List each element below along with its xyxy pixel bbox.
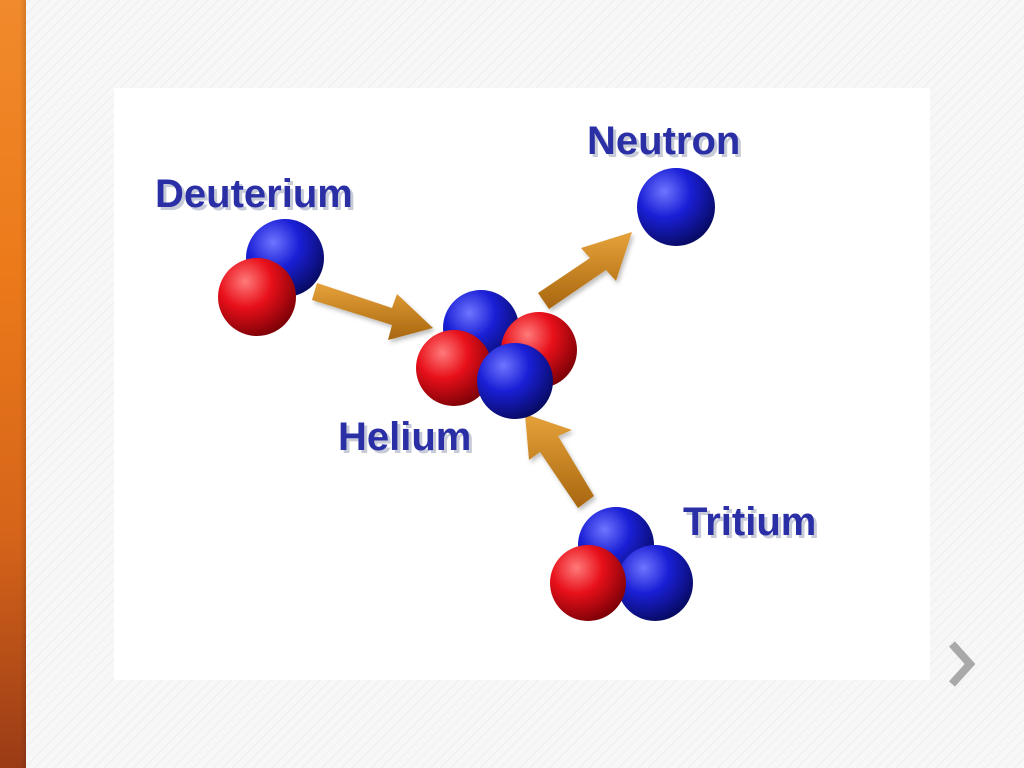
tritium-proton: [550, 545, 626, 621]
deuterium-nucleus: [218, 219, 324, 336]
tritium-neutron-right: [617, 545, 693, 621]
free-neutron: [637, 168, 715, 246]
svg-text:Deuterium: Deuterium: [158, 175, 356, 219]
arrow-deuterium-to-helium: [312, 283, 433, 340]
helium-nucleus: [416, 290, 577, 419]
label-deuterium: Deuterium: [155, 172, 353, 216]
helium-neutron-front: [477, 343, 553, 419]
deuterium-proton: [218, 258, 296, 336]
svg-text:Helium: Helium: [341, 418, 474, 462]
helium-proton-left: [416, 330, 492, 406]
label-tritium: Tritium: [683, 500, 816, 544]
label-helium: Helium: [338, 415, 471, 459]
chevron-right-icon[interactable]: [944, 638, 978, 690]
label-neutron: Neutron: [587, 119, 740, 163]
accent-bar: [0, 0, 26, 768]
arrow-tritium-to-helium: [525, 414, 594, 508]
svg-text:Neutron: Neutron: [590, 122, 743, 166]
tritium-nucleus: [550, 507, 693, 621]
arrow-to-neutron: [538, 232, 632, 309]
svg-text:Tritium: Tritium: [686, 503, 819, 547]
